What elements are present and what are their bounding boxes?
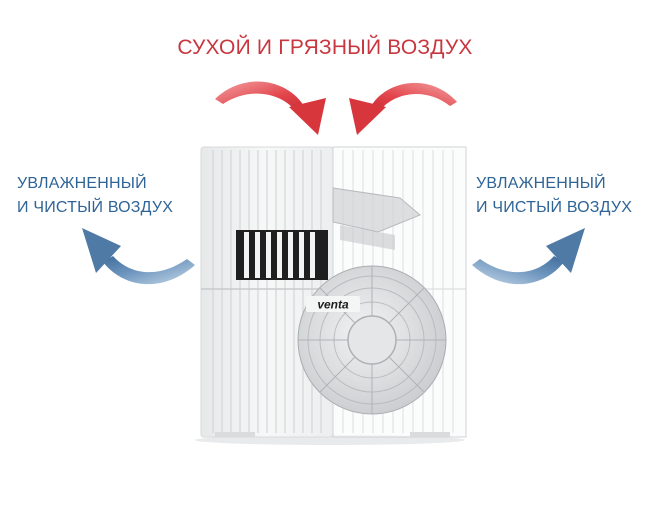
caption-left-line-2: И ЧИСТЫЙ ВОЗДУХ	[17, 199, 174, 216]
brand-logo: venta	[306, 296, 360, 312]
dry-dirty-air-caption: СУХОЙ И ГРЯЗНЫЙ ВОЗДУХ	[177, 36, 473, 59]
curved-arrow-down-left-icon	[349, 82, 457, 135]
brand-logo-text: venta	[317, 298, 349, 312]
disc-stack	[297, 265, 447, 415]
curved-arrow-up-left-icon	[82, 228, 195, 285]
caption-left-line-1: УВЛАЖНЕННЫЙ	[17, 175, 147, 192]
curved-arrow-up-right-icon	[472, 228, 585, 285]
humidifier-device: venta	[195, 146, 467, 445]
caption-right-line-2: И ЧИСТЫЙ ВОЗДУХ	[476, 199, 633, 216]
curved-arrow-down-right-icon	[215, 81, 326, 135]
motor-unit	[332, 187, 421, 250]
humid-clean-air-caption-left: УВЛАЖНЕННЫЙ И ЧИСТЫЙ ВОЗДУХ	[17, 172, 173, 220]
caption-right-line-1: УВЛАЖНЕННЫЙ	[476, 175, 606, 192]
humid-clean-air-caption-right: УВЛАЖНЕННЫЙ И ЧИСТЫЙ ВОЗДУХ	[476, 172, 632, 220]
